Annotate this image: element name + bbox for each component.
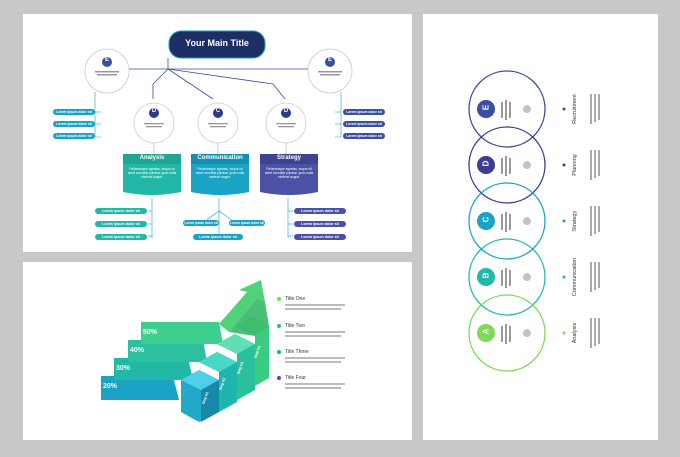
bottom-pill-analysis-2[interactable]: Lorem ipsum dolor sit — [102, 221, 140, 226]
box-strategy-body: Pellentesque egestas, neque sit amet con… — [264, 167, 314, 179]
bottom-pill-communication-3[interactable]: Lorem ipsum dolor sit — [199, 234, 237, 239]
legend-body-4b — [285, 387, 341, 389]
legend-dot-4 — [277, 376, 281, 380]
node-e-right-letter: E — [327, 57, 332, 63]
legend-body-1b — [285, 308, 341, 310]
box-communication-title: Communication — [197, 155, 243, 161]
ring-label-planning: Planning — [572, 154, 578, 176]
legend-body-4 — [285, 383, 345, 385]
bottom-pill-strategy-2[interactable]: Lorem ipsum dolor sit — [301, 221, 339, 226]
bottom-pill-analysis-1[interactable]: Lorem ipsum dolor sit — [102, 208, 140, 213]
ring-d-letter: D — [481, 160, 491, 167]
legend-body-3 — [285, 357, 345, 359]
side-pill-left-1[interactable]: Lorem ipsum dolor sit — [56, 109, 92, 114]
bottom-pill-communication-2[interactable]: Lorem ipsum dolor sit — [230, 220, 264, 225]
bottom-pill-strategy-1[interactable]: Lorem ipsum dolor sit — [301, 208, 339, 213]
ring-label-communication: Communication — [572, 257, 578, 297]
node-d-left-letter: D — [151, 108, 157, 114]
side-pill-right-3[interactable]: Lorem ipsum dolor sit — [346, 133, 382, 138]
box-communication-body: Pellentesque egestas, neque sit amet con… — [195, 167, 245, 179]
box-analysis-body: Pellentesque egestas, neque sit amet con… — [127, 167, 177, 179]
side-pill-right-2[interactable]: Lorem ipsum dolor sit — [346, 121, 382, 126]
legend-body-1 — [285, 304, 345, 306]
slide-ring-chain[interactable]: E D C B A Recruitment Planning Strategy … — [423, 14, 658, 440]
step-percent-30: 30% — [116, 365, 131, 372]
ring-a-letter: A — [481, 328, 491, 335]
legend-title-2: Title Two — [285, 323, 305, 329]
box-strategy-title: Strategy — [276, 155, 301, 161]
ring-label-analysis: Analysis — [572, 322, 578, 344]
legend-dot-2 — [277, 324, 281, 328]
node-c-letter: C — [215, 108, 221, 114]
legend-title-3: Title Three — [285, 349, 309, 355]
slide-org-chart[interactable]: Your Main Title E E D C D Analysis Commu… — [23, 14, 412, 252]
bottom-pill-analysis-3[interactable]: Lorem ipsum dolor sit — [102, 234, 140, 239]
box-analysis-title: Analysis — [139, 155, 165, 161]
node-d-right-letter: D — [283, 108, 289, 114]
step-percent-50: 50% — [143, 329, 158, 336]
ring-b-letter: B — [481, 272, 491, 279]
legend-title-4: Title Four — [285, 375, 306, 381]
step-percent-20: 20% — [103, 383, 118, 390]
legend-body-2b — [285, 335, 341, 337]
side-pill-left-2[interactable]: Lorem ipsum dolor sit — [56, 121, 92, 126]
bottom-pill-communication-1[interactable]: Lorem ipsum dolor sit — [184, 220, 218, 225]
legend-dot-3 — [277, 350, 281, 354]
legend-body-2 — [285, 331, 345, 333]
main-title[interactable]: Your Main Title — [185, 38, 249, 48]
ring-c-letter: C — [481, 216, 491, 223]
step-percent-40: 40% — [130, 347, 145, 354]
bottom-pill-strategy-3[interactable]: Lorem ipsum dolor sit — [301, 234, 339, 239]
legend-title-1: Title One — [285, 296, 306, 302]
ring-label-strategy: Strategy — [572, 210, 578, 232]
slide-staircase[interactable]: 20% 30% 40% 50% Step 01 Step 02 Step 03 … — [23, 262, 412, 440]
side-pill-right-1[interactable]: Lorem ipsum dolor sit — [346, 109, 382, 114]
legend-body-3b — [285, 361, 341, 363]
ring-e-letter: E — [481, 104, 491, 111]
legend-dot-1 — [277, 297, 281, 301]
side-pill-left-3[interactable]: Lorem ipsum dolor sit — [56, 133, 92, 138]
node-e-left-letter: E — [104, 57, 109, 63]
ring-label-recruitment: Recruitment — [572, 94, 578, 124]
